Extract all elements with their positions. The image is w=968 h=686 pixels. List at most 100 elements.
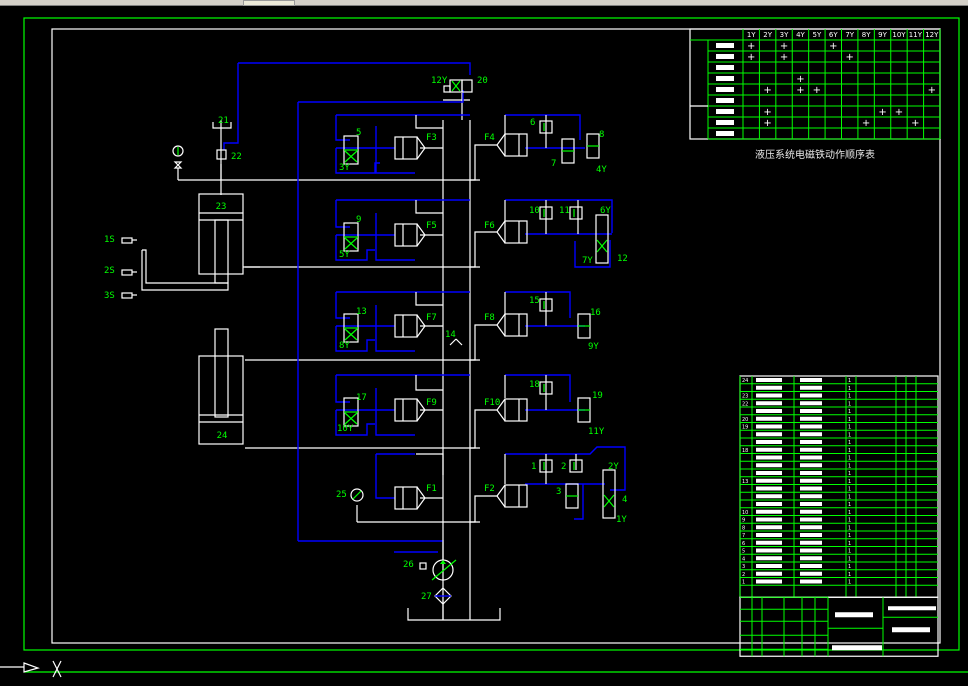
part-name	[800, 378, 822, 382]
part-name	[800, 416, 822, 421]
part-qty: 1	[848, 572, 851, 578]
sequence-mark: +	[747, 52, 755, 63]
part-qty: 1	[848, 394, 851, 400]
sequence-mark: +	[895, 107, 903, 118]
sequence-mark: +	[862, 118, 870, 129]
label-23: 23	[216, 202, 227, 212]
part-code	[756, 424, 782, 429]
part-qty: 1	[848, 494, 851, 500]
label-15: 15	[529, 296, 540, 306]
column-header: 1Y	[747, 31, 756, 39]
relief-valve	[539, 206, 553, 220]
part-qty: 1	[848, 378, 851, 384]
part-code	[756, 579, 782, 584]
label-7: 7	[551, 159, 556, 169]
scrollbar-thumb[interactable]	[243, 0, 295, 6]
part-number: 5	[742, 549, 745, 555]
part-qty: 1	[848, 471, 851, 477]
label-2y: 2Y	[608, 462, 619, 472]
sequence-mark: +	[813, 85, 821, 96]
part-name	[800, 525, 822, 530]
part-number: 4	[742, 556, 745, 562]
label-13: 13	[356, 307, 367, 317]
label-16: 16	[590, 308, 601, 318]
label-f10: F10	[484, 398, 500, 408]
part-name	[800, 463, 822, 468]
part-code	[756, 401, 782, 406]
relief-valve	[539, 298, 553, 312]
part-name	[800, 385, 822, 390]
sequence-mark: +	[878, 107, 886, 118]
part-name	[800, 548, 822, 553]
label-4y: 4Y	[596, 165, 607, 175]
cartridge-valve	[496, 398, 506, 422]
part-name	[800, 564, 822, 568]
part-code	[756, 540, 782, 545]
part-number: 1	[742, 580, 745, 586]
column-header: 7Y	[845, 31, 854, 39]
right-valve-column	[496, 120, 616, 519]
limit-switches: 1S 2S 3S	[104, 235, 137, 301]
part-code	[756, 432, 782, 437]
inner-frame	[51, 28, 941, 644]
label-17: 17	[356, 393, 367, 403]
title-block	[739, 596, 939, 657]
sequence-mark: +	[928, 85, 936, 96]
part-name	[800, 432, 822, 437]
row-label	[716, 131, 734, 136]
part-name	[800, 540, 822, 545]
label-1: 1	[531, 462, 536, 472]
part-qty: 1	[848, 479, 851, 485]
label-f1: F1	[426, 484, 437, 494]
label-10y: 10Y	[337, 424, 354, 434]
relief-valve	[569, 459, 583, 473]
part-code	[756, 440, 782, 444]
row-label	[716, 65, 734, 70]
part-number: 2	[742, 572, 745, 578]
label-11: 11	[559, 206, 570, 216]
valve-12	[595, 214, 609, 264]
row-label	[716, 98, 734, 103]
part-code	[756, 502, 782, 506]
valve-4	[602, 469, 616, 519]
part-qty: 1	[848, 556, 851, 562]
cartridge-valve	[394, 486, 418, 510]
label-10: 10	[529, 206, 540, 216]
part-qty: 1	[848, 456, 851, 462]
part-code	[756, 393, 782, 398]
part-name	[800, 455, 822, 460]
label-6: 6	[530, 118, 535, 128]
pressure-gauge-icon	[172, 145, 184, 157]
part-qty: 1	[848, 432, 851, 438]
part-qty: 1	[848, 580, 851, 586]
window-scrollbar[interactable]	[0, 0, 968, 6]
part-name	[800, 533, 822, 537]
part-qty: 1	[848, 386, 851, 392]
sequence-mark: +	[780, 52, 788, 63]
label-22: 22	[231, 152, 242, 162]
part-name	[800, 509, 822, 514]
part-code	[756, 556, 782, 561]
sequence-mark: +	[780, 41, 788, 52]
row-label	[716, 109, 734, 114]
part-qty: 1	[848, 463, 851, 469]
part-code	[756, 409, 782, 413]
part-number: 10	[742, 510, 748, 516]
part-number: 18	[742, 448, 748, 454]
part-qty: 1	[848, 502, 851, 508]
row-label	[716, 43, 734, 48]
part-code	[756, 486, 782, 491]
cartridge-valve	[394, 314, 418, 338]
outer-frame	[23, 17, 960, 651]
part-number: 8	[742, 525, 745, 531]
relief-valve	[539, 381, 553, 395]
label-20: 20	[477, 76, 488, 86]
column-header: 11Y	[909, 31, 923, 39]
part-name	[800, 478, 822, 483]
sequence-mark: +	[763, 85, 771, 96]
label-9y: 9Y	[588, 342, 599, 352]
column-header: 6Y	[829, 31, 838, 39]
label-3s: 3S	[104, 291, 115, 301]
